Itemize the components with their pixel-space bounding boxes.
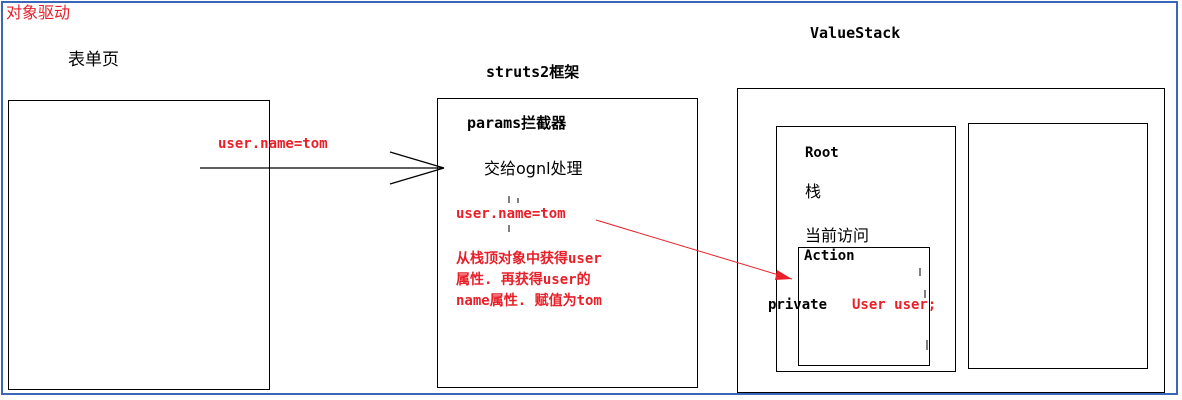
explanation-line-1: 从栈顶对象中获得user: [456, 251, 602, 267]
framework-box: [437, 98, 698, 388]
dash-marks: [508, 196, 928, 350]
root-box: [776, 126, 956, 372]
ognl-handoff-label: 交给ognl处理: [484, 159, 583, 178]
interceptor-label: params拦截器: [467, 114, 567, 132]
param-to-action-arrow: [595, 219, 793, 280]
framework-param-text: user.name=tom: [456, 206, 566, 222]
explanation-line-3: name属性. 赋值为tom: [456, 293, 602, 309]
valuestack-box: [737, 88, 1165, 393]
action-box: [798, 247, 930, 366]
form-to-framework-arrow: [200, 151, 445, 185]
stack-label: 栈: [805, 182, 822, 201]
root-label: Root: [805, 145, 839, 161]
form-page-label: 表单页: [68, 50, 119, 70]
field-keyword: private: [768, 297, 828, 313]
current-access-label: 当前访问: [805, 226, 870, 245]
context-box: [968, 123, 1148, 369]
explanation-line-2: 属性. 再获得user的: [456, 272, 591, 288]
action-label: Action: [804, 248, 855, 264]
form-page-box: [8, 100, 270, 390]
form-param-text: user.name=tom: [218, 136, 328, 152]
field-declaration: User user;: [852, 297, 937, 313]
valuestack-label: ValueStack: [810, 24, 901, 42]
diagram-title: 对象驱动: [6, 3, 71, 22]
framework-label: struts2框架: [486, 63, 580, 81]
